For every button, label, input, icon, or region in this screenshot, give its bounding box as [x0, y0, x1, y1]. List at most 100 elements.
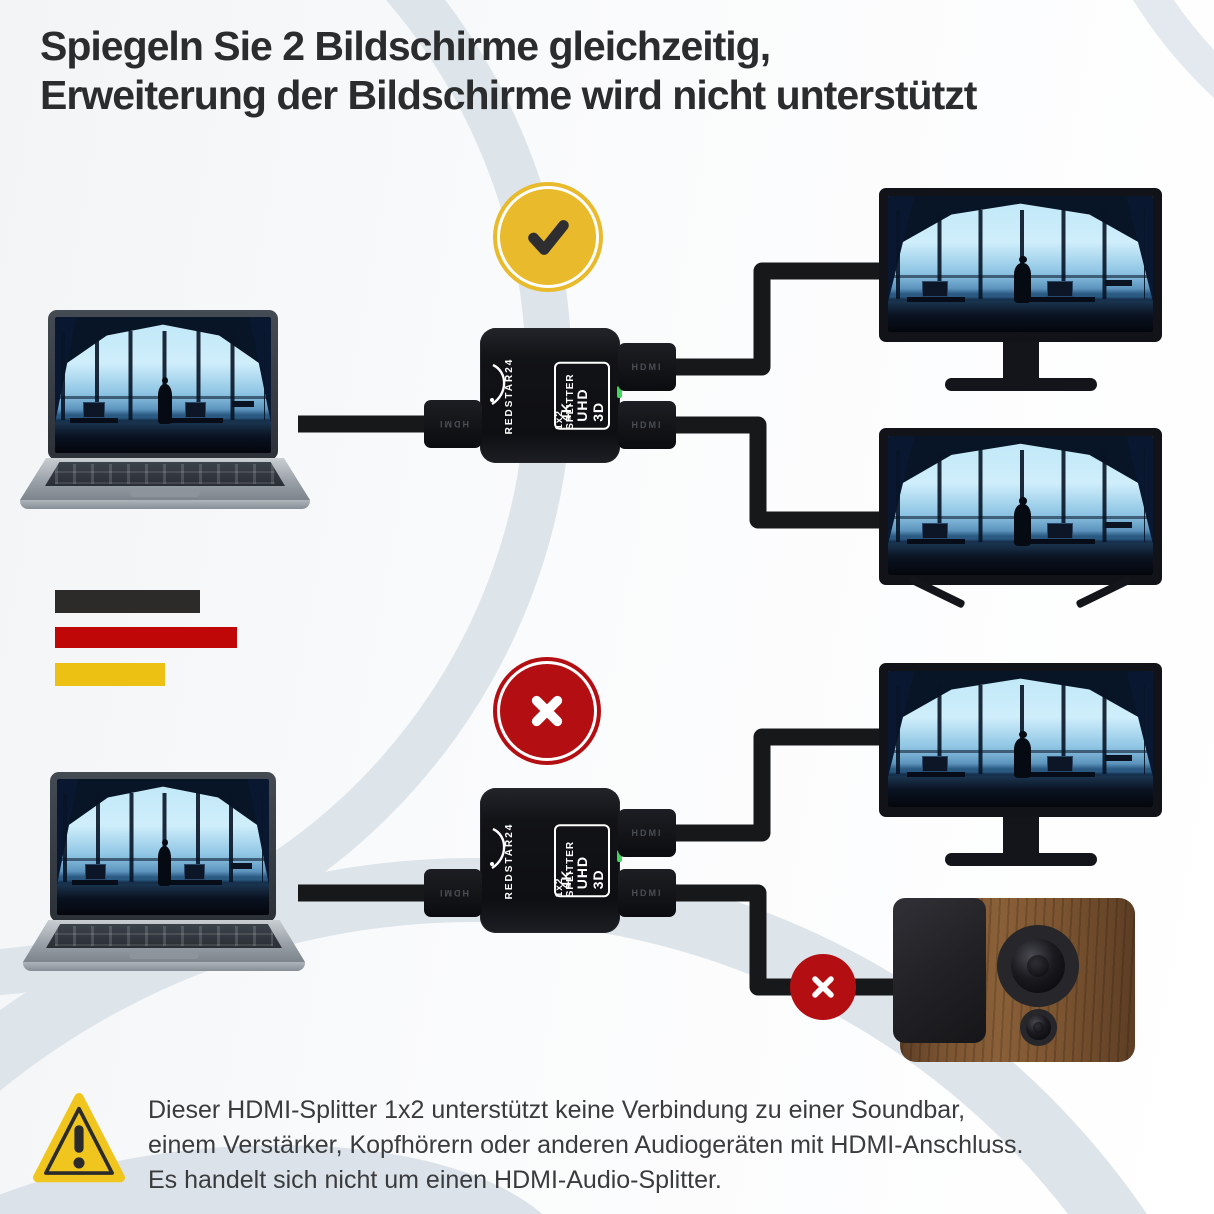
speaker-cone	[1010, 938, 1066, 994]
power-led	[617, 386, 622, 398]
laptop-screen	[48, 310, 278, 460]
cable-splitter-to-monitor-3	[650, 728, 884, 842]
scene-layer	[888, 300, 1153, 332]
headline-line-1: Spiegeln Sie 2 Bildschirme gleichzeitig,	[40, 23, 771, 69]
uhd-label: 4K UHD 3D	[554, 824, 610, 897]
speaker-dust-cap	[1026, 954, 1050, 978]
cross-icon	[531, 695, 563, 727]
scene-layer	[1047, 522, 1073, 539]
scene-layer	[184, 402, 207, 418]
scene-layer	[57, 883, 269, 915]
monitor-stand-base	[945, 378, 1097, 391]
cross-badge	[493, 657, 601, 765]
scene-layer	[906, 296, 965, 303]
cross-mini-badge	[790, 954, 856, 1020]
scene-layer	[1105, 280, 1132, 303]
scene-layer	[71, 879, 119, 886]
scene-layer	[55, 421, 271, 453]
disclaimer-text: Dieser HDMI-Splitter 1x2 unterstützt kei…	[148, 1093, 1023, 1198]
speaker-cone	[1026, 1015, 1051, 1040]
scene-layer	[888, 775, 1153, 807]
laptop-front-edge	[20, 500, 310, 509]
check-icon	[528, 220, 569, 255]
scene-layer	[906, 771, 965, 778]
headline: Spiegeln Sie 2 Bildschirme gleichzeitig,…	[40, 22, 977, 120]
warning-triangle-icon	[33, 1093, 125, 1183]
splitter-body: REDSTAR24 1x2 SPLITTER 4K UHD 3D	[480, 328, 622, 463]
scene-layer	[1105, 522, 1132, 545]
scene-layer	[922, 756, 949, 772]
hdmi-plug-label: HDMI	[631, 828, 663, 838]
flag-bar-black	[55, 590, 200, 613]
monitor-frame	[879, 663, 1162, 817]
laptop-front-edge	[23, 962, 305, 971]
hdmi-input-plug: HDMI	[424, 869, 482, 917]
office-scene-image	[57, 779, 269, 915]
monitor-stand-base	[945, 853, 1097, 866]
hdmi-plug-label: HDMI	[631, 888, 663, 898]
office-scene-image	[888, 671, 1153, 807]
speaker-woofer	[997, 925, 1079, 1007]
hdmi-plug-label: HDMI	[631, 362, 663, 372]
monitor-display-2	[879, 428, 1162, 609]
cable-splitter-to-monitor-2	[650, 416, 884, 529]
cable-splitter-to-monitor-1	[650, 262, 884, 376]
hdmi-plug-label: HDMI	[437, 888, 469, 898]
scene-layer	[167, 879, 223, 886]
hdmi-output-plug-1: HDMI	[618, 809, 676, 857]
hdmi-plug-label: HDMI	[437, 419, 469, 429]
disclaimer-line-2: einem Verstärker, Kopfhörern oder andere…	[148, 1131, 1024, 1159]
monitor-display-3	[879, 663, 1162, 875]
scene-layer	[167, 417, 224, 424]
laptop-touchpad	[130, 489, 200, 497]
cross-icon	[812, 976, 834, 998]
office-scene-image	[888, 196, 1153, 332]
scene-layer	[906, 538, 965, 545]
scene-layer	[922, 281, 949, 297]
scene-layer	[1025, 296, 1095, 303]
uhd-label: 4K UHD 3D	[554, 361, 610, 430]
scene-layer	[232, 401, 254, 424]
disclaimer-line-3: Es handelt sich nicht um einen HDMI-Audi…	[148, 1166, 722, 1194]
power-led	[617, 850, 622, 862]
laptop-touchpad	[129, 951, 199, 959]
brand-swoosh-icon	[490, 363, 506, 406]
monitor-display-1	[879, 188, 1162, 400]
monitor-stand-neck	[1003, 342, 1039, 378]
speaker-grille	[893, 898, 986, 1043]
flag-bar-gold	[55, 663, 165, 686]
monitor-stand-neck	[1003, 817, 1039, 853]
hdmi-output-plug-2: HDMI	[618, 401, 676, 449]
cable-splitter-to-speaker	[650, 884, 907, 996]
office-scene-image	[55, 317, 271, 453]
scene-layer	[1047, 756, 1073, 772]
scene-layer	[157, 377, 172, 425]
scene-layer	[1025, 538, 1095, 545]
monitor-frame	[879, 188, 1162, 342]
office-scene-image	[888, 436, 1153, 575]
hdmi-plug-label: HDMI	[631, 420, 663, 430]
hdmi-output-plug-2: HDMI	[618, 869, 676, 917]
headline-line-2: Erweiterung der Bildschirme wird nicht u…	[40, 72, 977, 118]
scene-layer	[70, 417, 118, 424]
brand-label: REDSTAR24	[504, 357, 515, 434]
scene-layer	[922, 522, 949, 539]
scene-layer	[1047, 281, 1073, 297]
scene-layer	[84, 864, 106, 880]
speaker-tweeter	[1020, 1009, 1057, 1046]
disclaimer-line-1: Dieser HDMI-Splitter 1x2 unterstützt kei…	[148, 1096, 966, 1124]
flag-bar-red	[55, 627, 237, 648]
splitter-body: REDSTAR24 1x2 SPLITTER 4K UHD 3D	[480, 788, 622, 933]
monitor-frame	[879, 428, 1162, 585]
brand-label: REDSTAR24	[504, 822, 515, 899]
check-badge	[493, 182, 603, 292]
scene-layer	[83, 402, 105, 418]
scene-layer	[1013, 497, 1032, 546]
scene-layer	[1105, 755, 1132, 778]
hdmi-input-plug: HDMI	[424, 400, 482, 448]
scene-layer	[184, 864, 206, 880]
scene-layer	[230, 863, 253, 886]
scene-layer	[1013, 731, 1032, 779]
scene-layer	[1025, 771, 1095, 778]
